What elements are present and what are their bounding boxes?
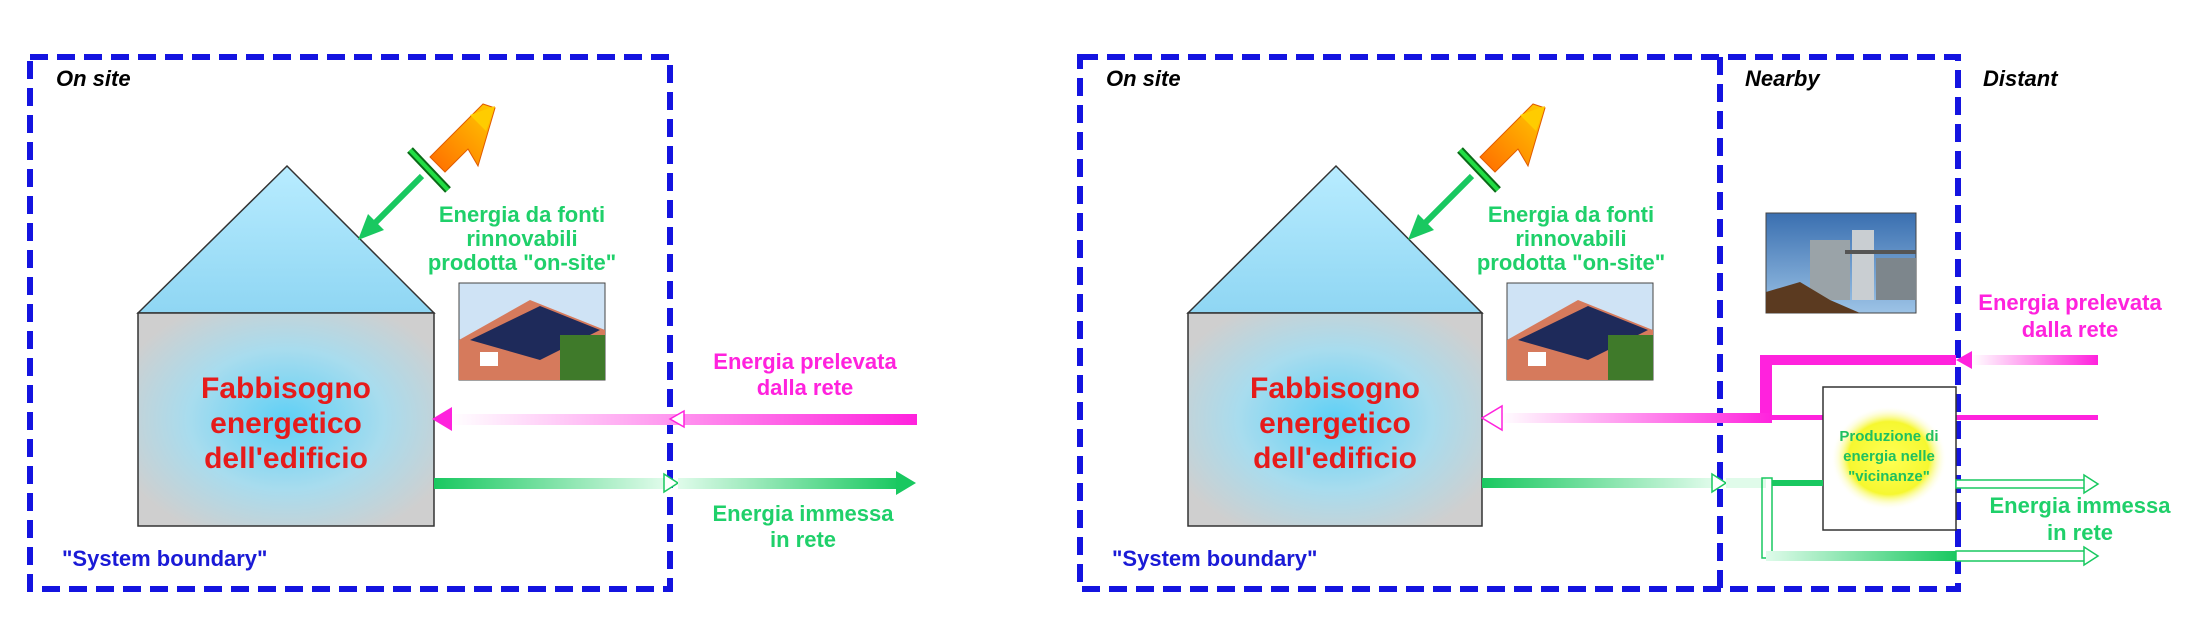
- left-panel: On site "System boundary" Fabbisogno ene…: [27, 54, 917, 592]
- right-building-text-2: energetico: [1259, 407, 1411, 440]
- right-zone-nearby-label: Nearby: [1745, 66, 1821, 91]
- left-grid-export-text-1: Energia immessa: [713, 501, 895, 526]
- right-renewable-text-3: prodotta "on-site": [1477, 250, 1665, 275]
- left-zone-onsite-label: On site: [56, 66, 131, 91]
- right-nearby-production-text-2: energia nelle: [1843, 448, 1935, 465]
- left-solar-panel-highlight: [408, 148, 450, 192]
- left-system-boundary-label: "System boundary": [62, 546, 267, 571]
- left-renewable-text-1: Energia da fonti: [439, 202, 605, 227]
- right-renewable-arrow: [1408, 173, 1475, 240]
- right-grid-import-text-2: dalla rete: [2022, 317, 2119, 342]
- right-grid-export-text-2: in rete: [2047, 520, 2113, 545]
- right-system-boundary-label: "System boundary": [1112, 546, 1317, 571]
- left-grid-import-arrow: [432, 407, 917, 431]
- right-building-roof: [1186, 164, 1484, 314]
- left-renewable-text-3: prodotta "on-site": [428, 250, 616, 275]
- left-building-text-3: dell'edificio: [204, 442, 368, 475]
- left-building-roof: [136, 164, 436, 314]
- right-panel: On site Nearby Distant "System boundary"…: [1077, 54, 2172, 592]
- left-grid-export-arrow: [434, 471, 916, 495]
- left-building-text-2: energetico: [210, 407, 362, 440]
- right-nearby-production-text-3: "vicinanze": [1848, 468, 1930, 485]
- right-renewable-text-2: rinnovabili: [1515, 226, 1626, 251]
- left-house-photo: [458, 282, 606, 381]
- right-system-boundary-box: [1077, 54, 1961, 592]
- right-nearby-production-text-1: Produzione di: [1839, 428, 1938, 445]
- right-solar-panel-highlight: [1458, 148, 1500, 192]
- right-nearby-production-box: Produzione di energia nelle "vicinanze": [1822, 386, 1957, 531]
- right-grid-export-text-1: Energia immessa: [1990, 493, 2172, 518]
- right-power-plant-photo: [1765, 212, 1917, 314]
- left-renewable-text-2: rinnovabili: [466, 226, 577, 251]
- left-building-body: [137, 312, 435, 527]
- right-sun-arrow-icon: [1479, 103, 1546, 173]
- left-grid-import-text-2: dalla rete: [757, 375, 854, 400]
- right-building: Fabbisogno energetico dell'edificio: [1186, 164, 1484, 527]
- left-sun-arrow-icon: [429, 103, 496, 173]
- left-grid-export-text-2: in rete: [770, 527, 836, 552]
- right-renewable-text-1: Energia da fonti: [1488, 202, 1654, 227]
- right-building-text-3: dell'edificio: [1253, 442, 1417, 475]
- right-house-photo: [1506, 282, 1654, 381]
- left-building-text-1: Fabbisogno: [201, 372, 371, 405]
- left-renewable-arrow: [358, 173, 425, 240]
- right-building-text-1: Fabbisogno: [1250, 372, 1420, 405]
- left-grid-import-text-1: Energia prelevata: [713, 349, 897, 374]
- right-zone-onsite-label: On site: [1106, 66, 1181, 91]
- left-building: Fabbisogno energetico dell'edificio: [136, 164, 436, 527]
- right-zone-distant-label: Distant: [1983, 66, 2059, 91]
- right-grid-export-arrow: [1482, 472, 2100, 567]
- right-building-body: [1187, 312, 1483, 527]
- right-grid-import-text-1: Energia prelevata: [1978, 290, 2162, 315]
- left-system-boundary-box: [27, 54, 673, 592]
